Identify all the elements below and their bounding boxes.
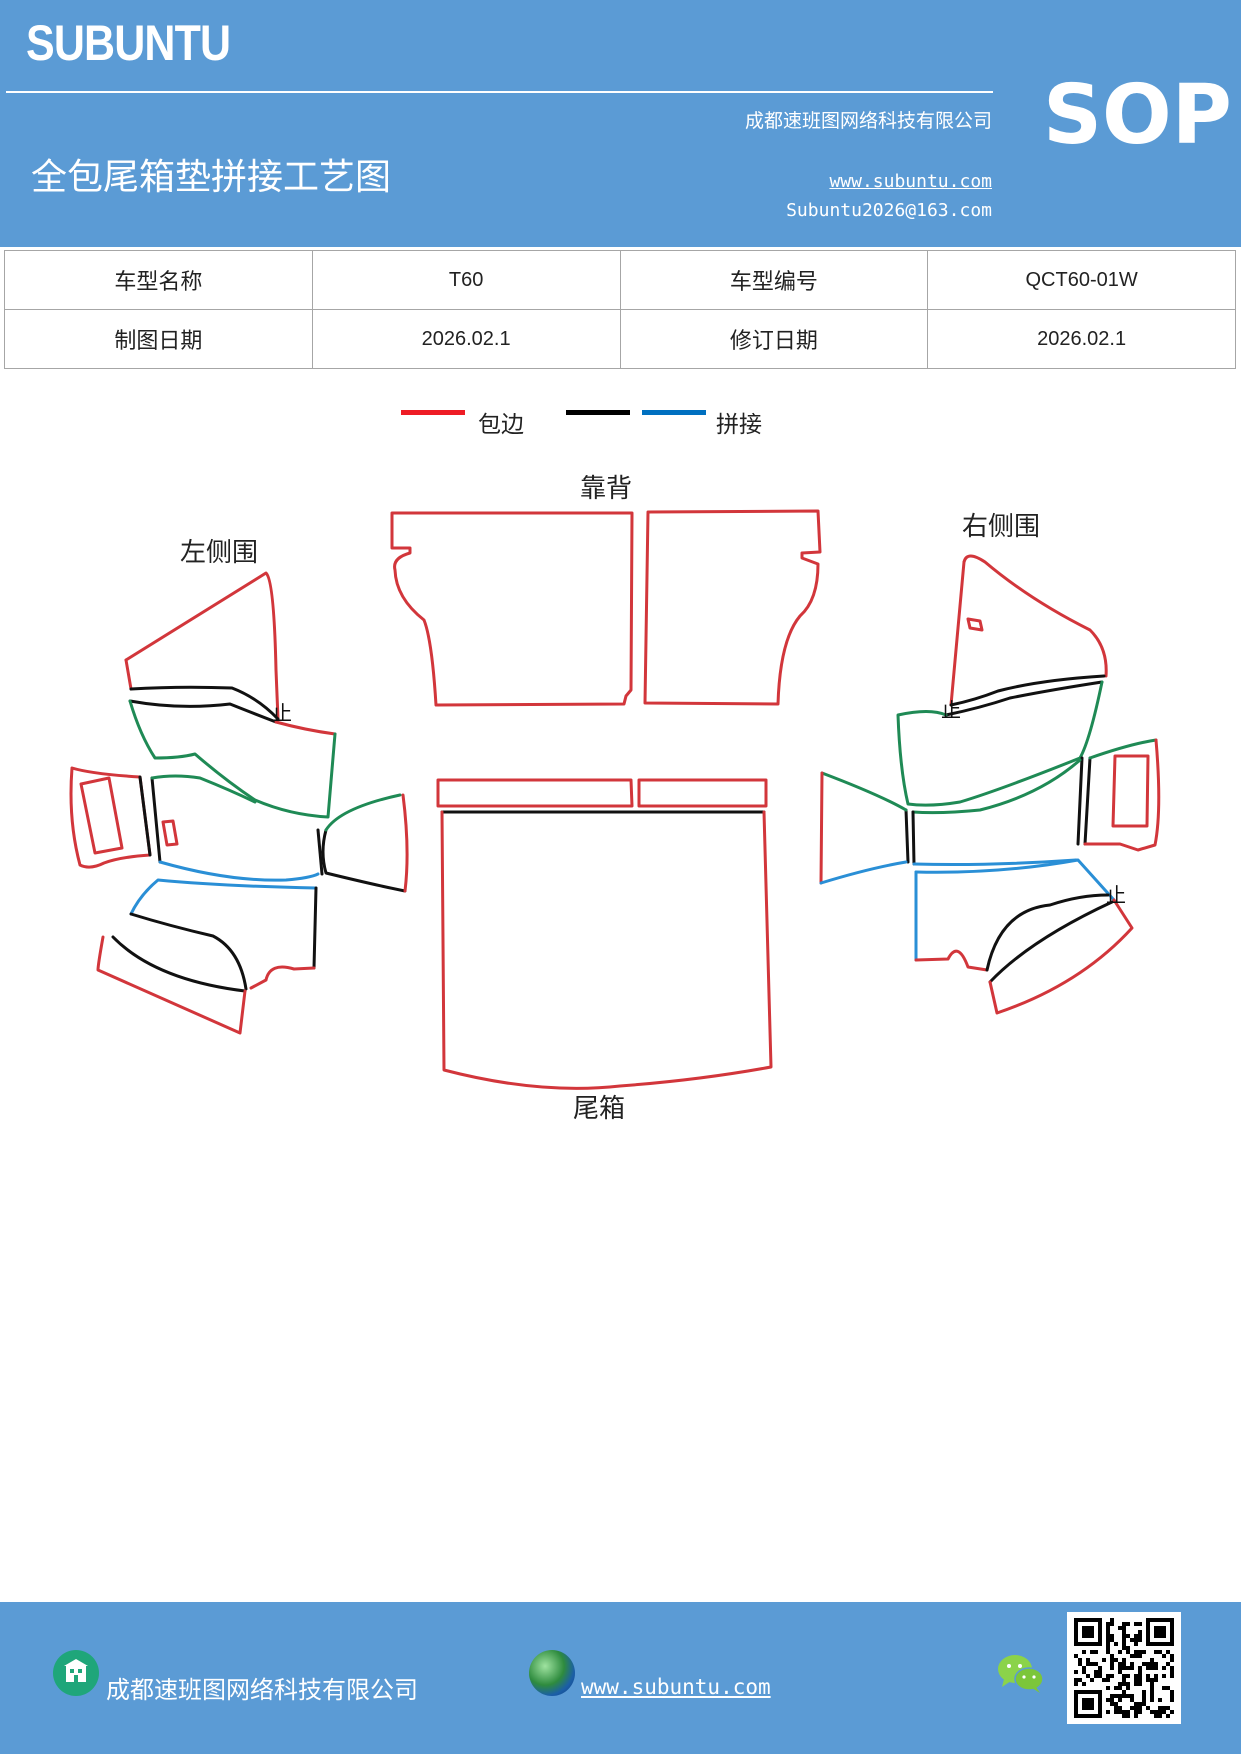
table-cell: 修订日期 bbox=[619, 309, 929, 369]
right-top-triangle bbox=[962, 554, 1108, 678]
footer-website-link[interactable]: www.subuntu.com bbox=[581, 1675, 771, 1699]
label-right-side: 右侧围 bbox=[962, 512, 1041, 542]
left-bottom-strip bbox=[96, 935, 247, 1035]
legend-swatch-edging bbox=[401, 410, 465, 415]
trunk-main-piece bbox=[440, 810, 773, 1090]
right-lower-seam bbox=[914, 858, 1116, 902]
legend-label-edging: 包边 bbox=[478, 412, 524, 438]
table-cell: 2026.02.1 bbox=[927, 309, 1236, 369]
building-icon bbox=[53, 1650, 99, 1696]
sop-badge: SOP bbox=[1043, 68, 1232, 163]
stop-mark-right-top: 止 bbox=[941, 698, 961, 722]
header-email: Subuntu2026@163.com bbox=[786, 200, 992, 221]
trunk-strip-right bbox=[637, 778, 768, 808]
table-cell: 车型名称 bbox=[4, 250, 313, 310]
globe-icon bbox=[529, 1650, 575, 1696]
trunk-mat-diagram: 止 止 止 bbox=[69, 509, 1161, 1090]
left-rear-panel bbox=[69, 766, 152, 869]
left-window bbox=[79, 776, 124, 855]
trunk-strip-left bbox=[436, 778, 634, 808]
table-cell: 2026.02.1 bbox=[311, 309, 621, 369]
left-upper-panel bbox=[128, 699, 337, 819]
backrest-left-piece bbox=[390, 511, 634, 707]
vehicle-info-table: 车型名称 T60 车型编号 QCT60-01W 制图日期 2026.02.1 修… bbox=[4, 250, 1236, 369]
header-company: 成都速班图网络科技有限公司 bbox=[744, 110, 992, 132]
table-cell: QCT60-01W bbox=[927, 250, 1236, 310]
label-left-side: 左侧围 bbox=[180, 538, 259, 568]
table-row: 制图日期 2026.02.1 修订日期 2026.02.1 bbox=[4, 309, 1236, 369]
backrest-right-piece bbox=[643, 509, 822, 706]
label-backrest: 靠背 bbox=[580, 474, 633, 504]
table-cell: 车型编号 bbox=[619, 250, 929, 310]
left-lower-seam bbox=[129, 878, 318, 916]
left-small-window bbox=[161, 819, 179, 847]
legend-swatch-black bbox=[566, 410, 630, 415]
right-small-window bbox=[966, 617, 984, 632]
label-trunk: 尾箱 bbox=[573, 1094, 626, 1124]
right-bottom-strip bbox=[988, 898, 1134, 1015]
left-bottom-seam bbox=[129, 912, 248, 991]
stop-mark-right-bottom: 止 bbox=[1106, 883, 1126, 907]
table-row: 车型名称 T60 车型编号 QCT60-01W bbox=[4, 250, 1236, 310]
legend-swatch-seam bbox=[642, 410, 706, 415]
header-divider bbox=[6, 91, 993, 93]
legend-label-seam: 拼接 bbox=[716, 412, 762, 438]
right-seam-top bbox=[949, 674, 1106, 707]
wechat-icon[interactable] bbox=[996, 1652, 1046, 1696]
qr-code bbox=[1067, 1612, 1181, 1724]
right-rear-panel bbox=[1083, 738, 1161, 852]
header-website-link[interactable]: www.subuntu.com bbox=[829, 171, 992, 192]
right-front-piece bbox=[820, 771, 908, 812]
right-upper-panel bbox=[896, 680, 1104, 807]
header-band: SUBUNTU 成都速班图网络科技有限公司 全包尾箱垫拼接工艺图 www.sub… bbox=[0, 0, 1241, 247]
stop-mark-left: 止 bbox=[272, 701, 292, 725]
brand-logo: SUBUNTU bbox=[26, 15, 231, 71]
left-seam-top bbox=[129, 685, 280, 721]
document-title: 全包尾箱垫拼接工艺图 bbox=[31, 157, 392, 198]
footer-company: 成都速班图网络科技有限公司 bbox=[106, 1676, 418, 1704]
table-cell: 制图日期 bbox=[4, 309, 313, 369]
table-cell: T60 bbox=[311, 250, 621, 310]
right-bottom-seam bbox=[985, 893, 1110, 972]
right-window bbox=[1111, 754, 1150, 828]
left-top-triangle bbox=[124, 571, 280, 721]
